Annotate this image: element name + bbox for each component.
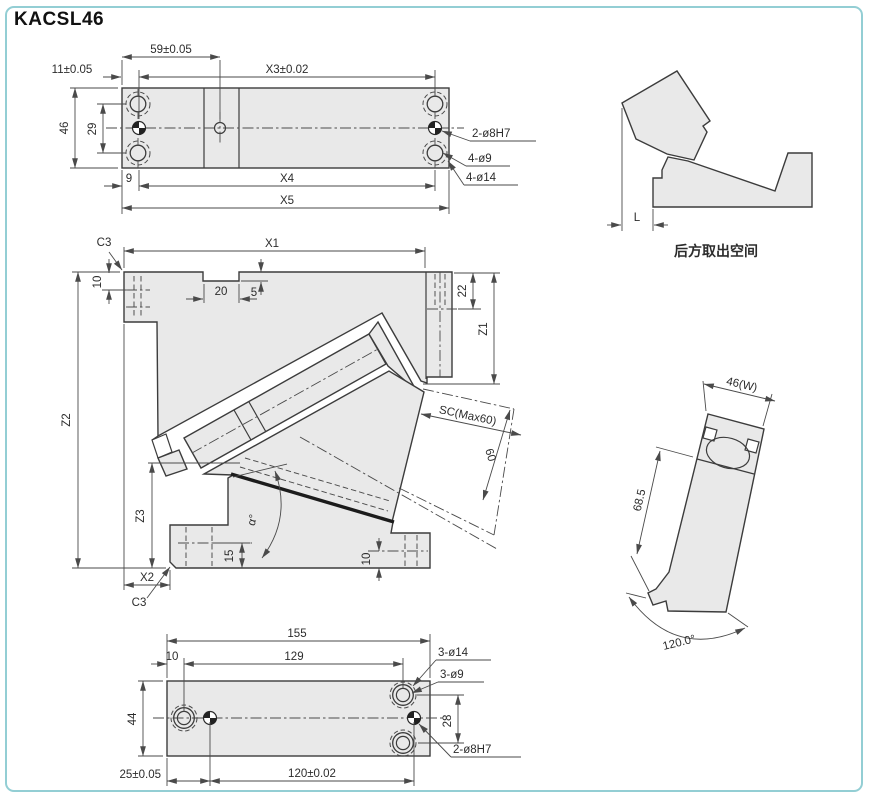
dim-59: 59±0.05 (150, 44, 192, 56)
dim-x5: X5 (280, 195, 294, 207)
dim-sc-stroke: SC(Max60) (438, 404, 498, 428)
dim-11: 11±0.05 (52, 64, 93, 76)
dim-9: 9 (126, 173, 132, 185)
callout-4-o14: 4-ø14 (466, 172, 497, 184)
dim-46w: 46(W) (725, 376, 758, 395)
top-view: 59±0.05 11±0.05 X3±0.02 46 29 9 X4 (52, 44, 536, 214)
dim-25: 25±0.05 (120, 769, 162, 781)
dim-x2: X2 (140, 572, 154, 584)
dim-10: 10 (166, 651, 179, 663)
dowel-hole-icon (131, 120, 147, 136)
dim-120: 120±0.02 (288, 768, 336, 780)
dim-22: 22 (457, 285, 469, 298)
dim-28: 28 (442, 715, 454, 728)
rear-caption: 后方取出空间 (674, 243, 758, 259)
page-title: KACSL46 (14, 9, 105, 30)
dim-46: 46 (59, 122, 71, 135)
dim-l: L (634, 212, 641, 224)
tilted-profile-view: 46(W) 68.5 120.0° (625, 376, 776, 653)
dim-z1: Z1 (478, 322, 490, 335)
dim-x3: X3±0.02 (266, 64, 309, 76)
dim-z3: Z3 (135, 509, 147, 522)
dim-120deg: 120.0° (662, 633, 697, 653)
dim-10-top: 10 (92, 276, 104, 289)
dim-68-5: 68.5 (632, 488, 649, 513)
dim-c3-top: C3 (97, 237, 112, 249)
dim-60: 60 (482, 447, 497, 463)
rear-clearance-view: L 后方取出空间 (607, 70, 813, 259)
callout-2-o8h7: 2-ø8H7 (472, 128, 510, 140)
dim-155: 155 (287, 628, 306, 640)
callout-2-o8h7-bottom: 2-ø8H7 (453, 744, 491, 756)
dim-z2: Z2 (61, 413, 73, 426)
callout-3-o14: 3-ø14 (438, 647, 469, 659)
clamp-surface (230, 472, 395, 524)
dim-x1: X1 (265, 238, 279, 250)
callout-3-o9: 3-ø9 (440, 669, 464, 681)
base-outline (169, 474, 431, 569)
dim-129: 129 (284, 651, 303, 663)
cylinder-bore (705, 436, 751, 470)
page-border (5, 6, 863, 792)
dim-15: 15 (224, 550, 236, 563)
dim-20: 20 (215, 286, 228, 298)
callout-4-o9: 4-ø9 (468, 153, 492, 165)
bottom-view: 155 10 129 44 28 25±0.05 120±0.02 3-ø14 (120, 628, 521, 786)
dim-c3-bottom: C3 (132, 597, 147, 609)
side-view: SC(Max60) 60 X1 C3 10 20 5 (61, 237, 522, 609)
cylinder-body (201, 370, 425, 523)
dim-5: 5 (251, 287, 257, 299)
clamp-body-outline (123, 271, 453, 438)
dowel-hole-icon (427, 120, 443, 136)
dim-x4: X4 (280, 173, 295, 185)
dim-10-foot: 10 (361, 553, 373, 566)
dim-44: 44 (127, 712, 139, 725)
dim-alpha: α° (246, 513, 261, 527)
dim-29: 29 (87, 123, 99, 136)
